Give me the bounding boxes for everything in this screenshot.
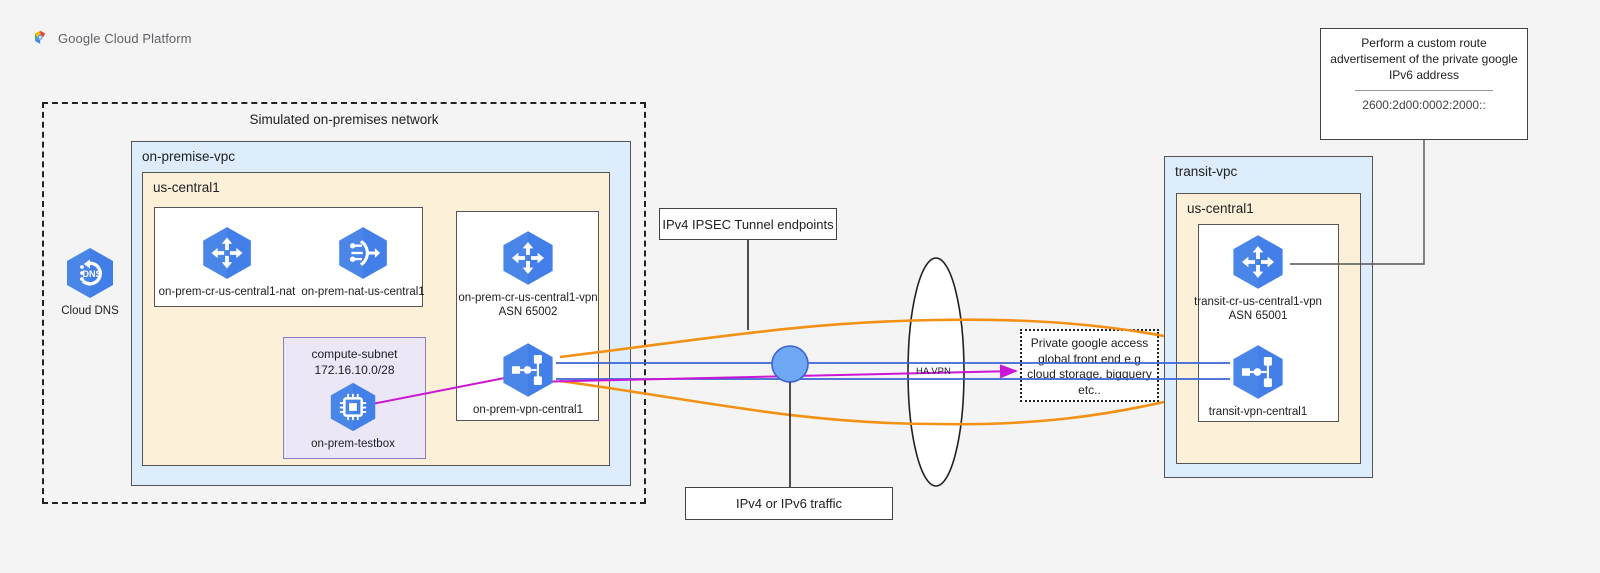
google-cloud-hexagon-logo-icon [35, 30, 46, 44]
traffic-note: IPv4 or IPv6 traffic [685, 487, 893, 520]
gcp-brand-text: Google Cloud Platform [58, 30, 192, 46]
custom-route-divider [1355, 89, 1493, 91]
transit-cr-vpn-asn: ASN 65001 [1228, 310, 1288, 323]
compute-subnet-name: compute-subnet [311, 347, 398, 361]
custom-route-note: Perform a custom route advertisement of … [1320, 28, 1528, 140]
private-google-access-text: Private google access global front end e… [1022, 331, 1157, 403]
custom-route-address: 2600:2d00:0002:2000:: [1362, 97, 1486, 112]
vpn-gateway-icon [503, 343, 553, 397]
private-access-line4: etc.. [1078, 382, 1101, 397]
node-onprem-testbox[interactable]: on-prem-testbox [273, 380, 433, 451]
transit-cr-vpn-name: transit-cr-us-central1-vpn [1194, 296, 1322, 308]
cloud-dns-icon: DNS [67, 248, 113, 298]
node-onprem-cloud-nat[interactable]: on-prem-nat-us-central1 [283, 224, 443, 299]
onprem-region-title: us-central1 [153, 180, 220, 195]
transit-region-title: us-central1 [1187, 201, 1254, 216]
gcp-header: Google Cloud Platform [30, 28, 192, 48]
ipsec-endpoints-text: IPv4 IPSEC Tunnel endpoints [662, 216, 834, 232]
compute-instance-icon [330, 382, 376, 432]
onprem-cr-vpn-asn: ASN 65002 [498, 306, 558, 319]
node-onprem-cloud-router-nat[interactable]: on-prem-cr-us-central1-nat [147, 224, 307, 299]
custom-route-line2: advertisement of the private google [1330, 52, 1518, 67]
onprem-cloud-router-vpn-label: on-prem-cr-us-central1-vpn ASN 65002 [458, 291, 597, 320]
onprem-cloud-nat-label: on-prem-nat-us-central1 [301, 286, 425, 298]
compute-subnet-cidr: 172.16.10.0/28 [314, 363, 395, 378]
ipsec-tunnel-lower-right [935, 400, 1165, 426]
onprem-router-nat-group [154, 207, 423, 307]
cloud-router-icon [203, 227, 251, 279]
node-transit-vpn-gateway[interactable]: transit-vpn-central1 [1178, 342, 1338, 419]
svg-text:DNS: DNS [82, 269, 101, 279]
simulated-onpremises-network-title: Simulated on-premises network [249, 112, 439, 127]
private-access-line1: Private google access [1030, 336, 1149, 350]
transit-vpn-gateway-label: transit-vpn-central1 [1208, 406, 1308, 418]
onprem-vpn-gateway-label: on-prem-vpn-central1 [473, 404, 583, 416]
custom-route-note-text: Perform a custom route advertisement of … [1321, 29, 1527, 119]
node-transit-cloud-router-vpn[interactable]: transit-cr-us-central1-vpn ASN 65001 [1178, 232, 1338, 324]
transit-cloud-router-vpn-label: transit-cr-us-central1-vpn ASN 65001 [1194, 295, 1322, 324]
custom-route-line1: Perform a custom route [1361, 36, 1487, 50]
ipsec-endpoints-note: IPv4 IPSEC Tunnel endpoints [659, 208, 837, 240]
ha-vpn-label: HA VPN [916, 366, 951, 377]
ipsec-endpoint-circle [771, 345, 809, 383]
onprem-cloud-router-nat-label: on-prem-cr-us-central1-nat [158, 286, 296, 298]
traffic-note-text: IPv4 or IPv6 traffic [736, 496, 842, 511]
node-cloud-dns[interactable]: DNS Cloud DNS [10, 245, 170, 318]
node-onprem-vpn-gateway[interactable]: on-prem-vpn-central1 [448, 340, 608, 417]
cloud-router-icon [1233, 235, 1283, 289]
private-google-access-note: Private google access global front end e… [1020, 329, 1159, 402]
custom-route-line3: IPv6 address [1388, 68, 1460, 83]
transit-vpc-title: transit-vpc [1175, 164, 1238, 179]
private-access-line3: cloud storage, bigquery [1027, 367, 1152, 382]
cloud-dns-label: Cloud DNS [61, 305, 119, 317]
onprem-vpc-title: on-premise-vpc [142, 149, 236, 164]
onprem-cr-vpn-name: on-prem-cr-us-central1-vpn [458, 292, 598, 304]
cloud-router-icon [503, 231, 553, 285]
vpn-gateway-icon [1233, 345, 1283, 399]
node-onprem-cloud-router-vpn[interactable]: on-prem-cr-us-central1-vpn ASN 65002 [448, 228, 608, 320]
private-access-line2: global front end e.g [1038, 351, 1141, 366]
onprem-testbox-label: on-prem-testbox [311, 438, 395, 450]
cloud-nat-icon [339, 227, 387, 279]
